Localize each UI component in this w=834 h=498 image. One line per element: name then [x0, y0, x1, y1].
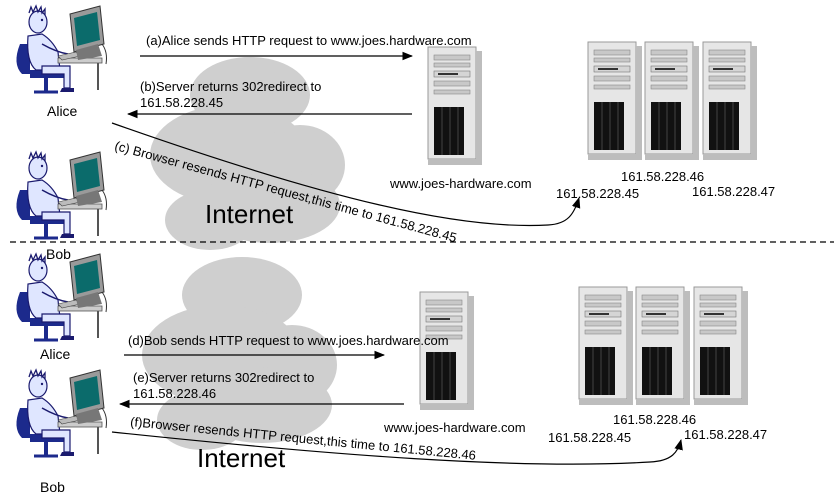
server-icon-45	[587, 41, 643, 161]
bob-label-bottom: Bob	[40, 479, 65, 495]
internet-label-bottom: Internet	[197, 443, 286, 473]
step-e-label-line2: 161.58.228.46	[133, 386, 217, 401]
alice-computer-icon-bottom	[14, 252, 109, 342]
arrow-c	[111, 122, 581, 227]
server-ip-46: 161.58.228.46	[621, 169, 705, 184]
server-ip-47-bottom: 161.58.228.47	[684, 427, 768, 442]
alice-label: Alice	[47, 103, 78, 119]
alice-label-bottom: Alice	[40, 346, 71, 362]
redirector-hostname-bottom: www.joes-hardware.com	[384, 420, 526, 435]
bob-computer-icon	[14, 150, 109, 240]
redirector-server-icon-bottom	[419, 291, 475, 411]
server-ip-47: 161.58.228.47	[692, 184, 776, 199]
server-icon-46	[644, 41, 700, 161]
server-ip-45: 161.58.228.45	[556, 186, 640, 201]
server-ip-46-bottom: 161.58.228.46	[613, 412, 697, 427]
internet-label-top: Internet	[205, 199, 294, 229]
server-icon-47-bottom	[693, 286, 749, 406]
redirector-hostname: www.joes-hardware.com	[390, 176, 532, 191]
bob-computer-icon-bottom	[14, 368, 109, 458]
step-d-label: (d)Bob sends HTTP request to www.joes.ha…	[128, 333, 449, 348]
step-b-label-line2: 161.58.228.45	[140, 95, 224, 110]
bob-label: Bob	[46, 246, 71, 262]
arrow-f	[111, 431, 683, 465]
redirector-server-icon	[427, 46, 483, 166]
step-a-label: (a)Alice sends HTTP request to www.joes.…	[146, 33, 472, 48]
server-ip-45-bottom: 161.58.228.45	[548, 430, 632, 445]
alice-computer-icon	[14, 4, 109, 94]
step-b-label-line1: (b)Server returns 302redirect to	[140, 79, 322, 94]
server-icon-46-bottom	[635, 286, 691, 406]
server-icon-47	[702, 41, 758, 161]
step-e-label-line1: (e)Server returns 302redirect to	[133, 370, 315, 385]
server-icon-45-bottom	[578, 286, 634, 406]
